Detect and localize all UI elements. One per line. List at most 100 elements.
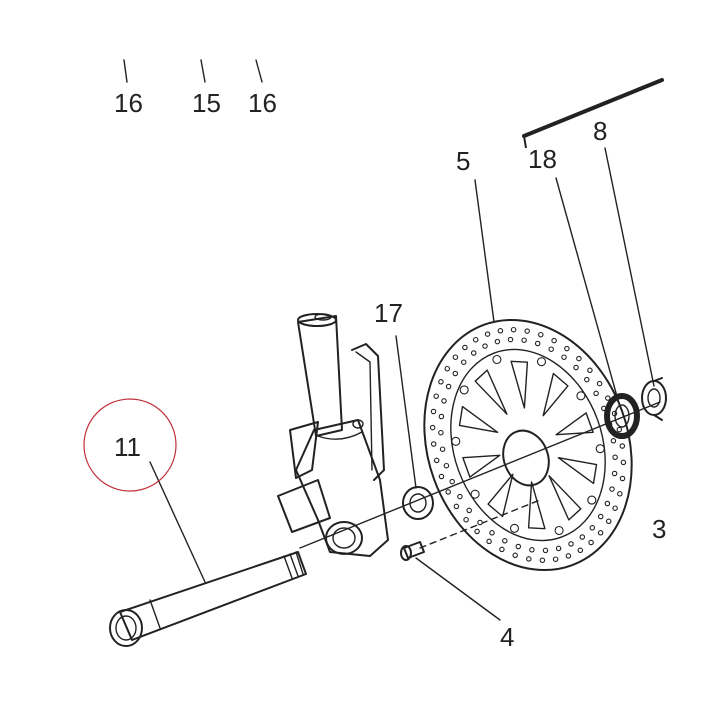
disc-hole	[605, 395, 611, 401]
disc-hole	[548, 346, 554, 352]
bolt-part-4	[400, 541, 425, 561]
callout-18: 18	[528, 144, 557, 174]
disc-hole	[577, 547, 584, 554]
disc-hole	[443, 462, 450, 469]
disc-hole	[512, 552, 518, 559]
disc-rivet	[470, 489, 480, 499]
disc-rivet	[595, 444, 605, 454]
disc-hole	[587, 367, 593, 374]
callout-8: 8	[593, 116, 607, 146]
disc-hole	[589, 525, 596, 531]
disc-hole	[515, 543, 522, 550]
disc-hole	[457, 493, 463, 500]
disc-spoke-window	[548, 475, 582, 521]
disc-spoke-window	[510, 360, 529, 409]
disc-hole	[568, 541, 574, 547]
disc-hole	[499, 546, 505, 553]
disc-hole	[524, 328, 530, 334]
disc-hole	[610, 438, 617, 444]
disc-hole	[576, 355, 582, 362]
disc-hole	[539, 557, 546, 564]
disc-hole	[584, 376, 590, 383]
callout-11: 11	[114, 432, 141, 462]
disc-rivet	[587, 495, 597, 505]
callout-15: 15	[192, 88, 221, 118]
disc-hole	[612, 454, 618, 461]
disc-hole	[564, 345, 570, 352]
disc-hole	[619, 475, 626, 482]
disc-hole	[565, 553, 572, 559]
disc-hole	[596, 380, 603, 387]
disc-hole	[609, 486, 615, 492]
disc-hole	[573, 364, 579, 371]
disc-hole	[497, 328, 504, 334]
bearing-part-8	[641, 377, 667, 421]
disc-hole	[542, 547, 549, 554]
disc-rivet	[554, 525, 564, 536]
disc-hole	[474, 528, 480, 535]
disc-hole	[466, 507, 472, 514]
disc-hole	[462, 344, 468, 351]
disc-hole	[620, 459, 627, 466]
disc-hole	[551, 337, 557, 344]
disc-hole	[445, 383, 452, 390]
disc-hole	[552, 556, 559, 562]
disc-rivet	[509, 523, 520, 533]
brake-disc-part-5	[423, 318, 633, 572]
disc-hole	[510, 326, 517, 333]
disc-hole	[604, 500, 611, 507]
disc-hole	[441, 398, 447, 404]
callout-4: 4	[500, 622, 514, 652]
disc-hole	[616, 426, 623, 433]
disc-hole	[452, 370, 459, 377]
disc-hole	[470, 350, 477, 356]
callout-16-right: 16	[248, 88, 277, 118]
disc-rivet	[576, 391, 586, 401]
callout-16-left: 16	[114, 88, 143, 118]
disc-hole	[593, 390, 599, 397]
callout-17: 17	[374, 298, 403, 328]
disc-hole	[494, 338, 501, 345]
disc-hole	[429, 424, 436, 431]
disc-hole	[433, 457, 440, 464]
leader-lines	[149, 147, 655, 621]
disc-hole	[489, 530, 495, 536]
disc-hole	[430, 408, 437, 415]
disc-hole	[438, 429, 444, 436]
disc-hole	[438, 473, 445, 480]
disc-rivet	[459, 385, 469, 395]
leader-lines-top	[123, 59, 263, 83]
disc-hole	[561, 354, 567, 360]
disc-hole	[612, 505, 618, 511]
disc-rivet	[492, 354, 502, 365]
disc-spoke-window	[474, 369, 508, 415]
spacer-part-17	[402, 486, 434, 520]
disc-spoke-window	[458, 405, 499, 433]
seal-part-18	[604, 393, 640, 439]
callout-3-partial: 3	[652, 514, 666, 544]
disc-hole	[452, 354, 459, 360]
disc-hole	[439, 446, 446, 452]
disc-spoke-window	[527, 481, 546, 530]
axle-bar-top-right	[522, 78, 664, 149]
disc-spoke-window	[462, 454, 501, 478]
disc-hole	[472, 336, 479, 343]
disc-hole	[534, 340, 541, 347]
disc-hole	[438, 413, 445, 420]
disc-spoke-window	[557, 457, 598, 485]
disc-hole	[579, 534, 586, 540]
disc-hole	[597, 530, 604, 536]
disc-hole	[529, 547, 535, 553]
disc-hole	[521, 337, 527, 343]
disc-hole	[588, 539, 594, 546]
axle-part-11	[109, 551, 307, 647]
disc-hole	[526, 556, 532, 562]
disc-hole	[555, 545, 562, 552]
disc-rivet	[536, 357, 547, 367]
disc-hole	[449, 478, 455, 485]
disc-hole	[430, 441, 437, 447]
disc-hole	[482, 343, 488, 349]
callout-labels: 16 15 16 18 8 5 17 11 4 3	[114, 88, 666, 652]
disc-hole	[453, 503, 460, 510]
